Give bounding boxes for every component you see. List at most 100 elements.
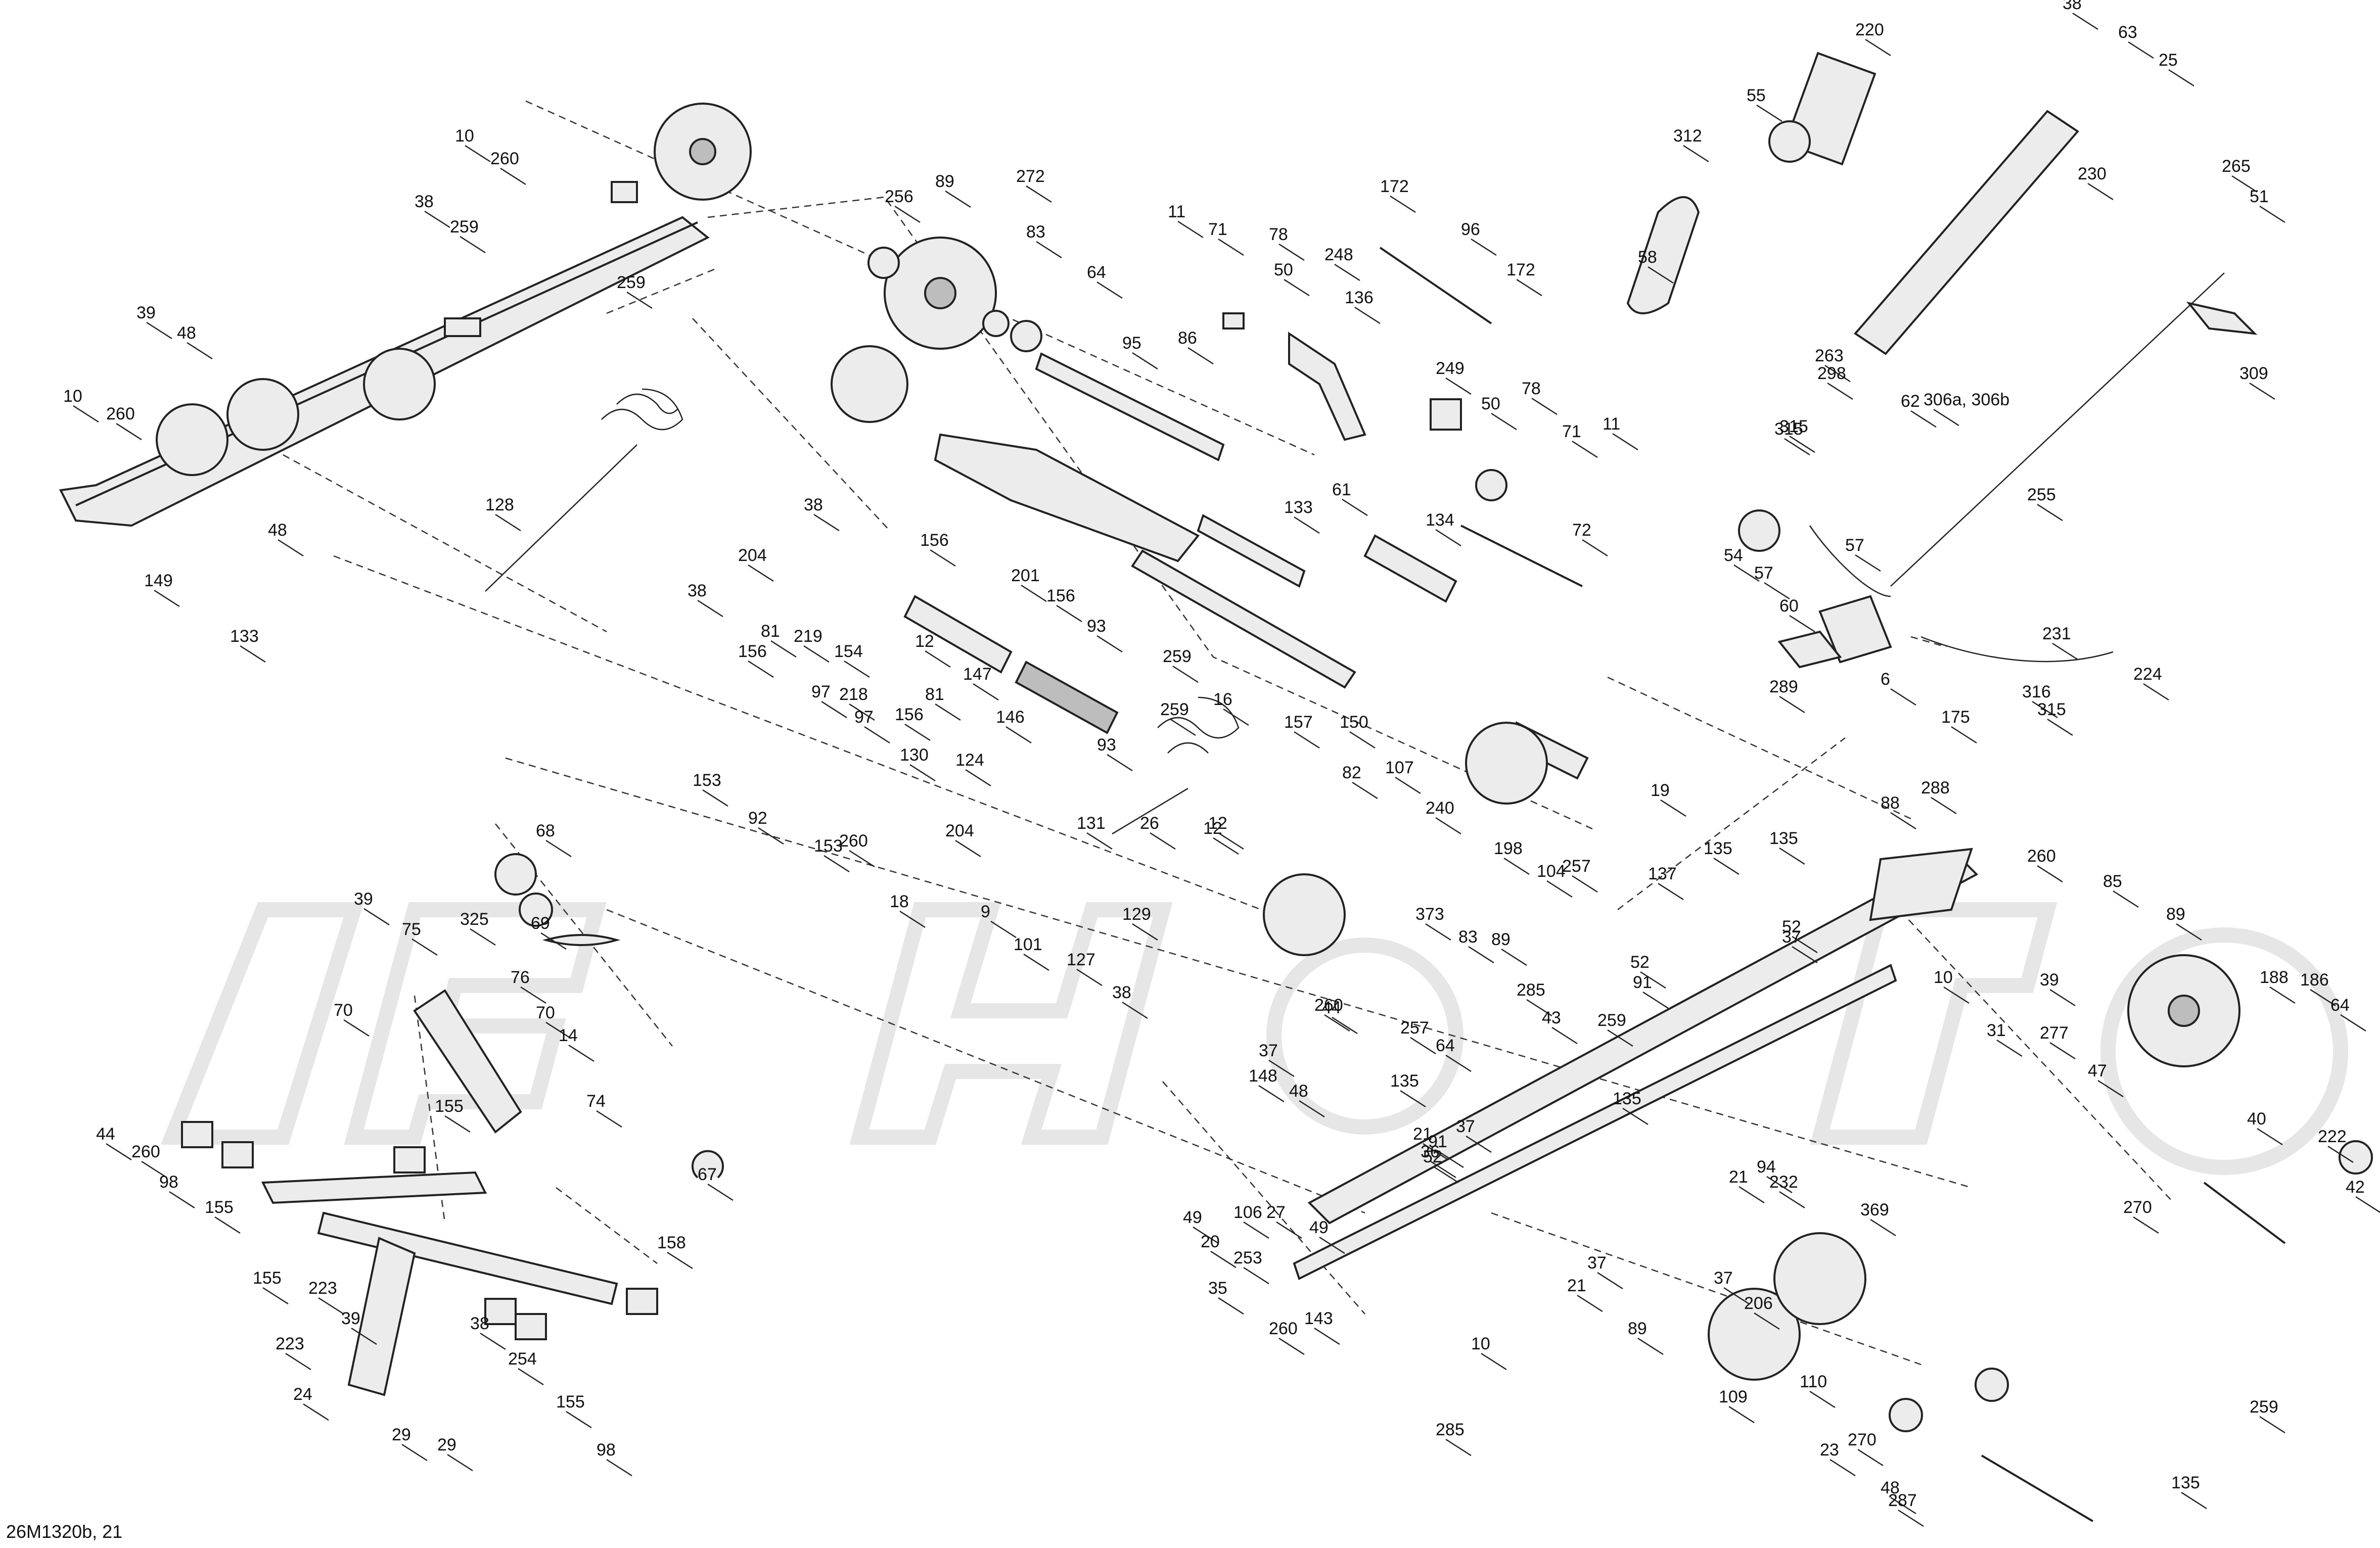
callout-200: 10 (1934, 968, 1970, 1004)
callout-leader (1683, 145, 1709, 163)
callout-leader (1784, 438, 1810, 456)
idler-wheel-left-1 (156, 403, 228, 476)
callout-214: 259 (2250, 1397, 2285, 1434)
callout-number: 57 (1754, 564, 1773, 583)
callout-number: 263 (1815, 346, 1844, 365)
callout-number: 12 (1203, 819, 1222, 838)
callout-176: 37 (1714, 1269, 1750, 1305)
callout-number: 373 (1415, 905, 1444, 924)
torsion-spring-129 (1157, 696, 1240, 754)
callout-number: 98 (597, 1440, 616, 1460)
callout-number: 35 (1208, 1279, 1227, 1298)
callout-175: 89 (1628, 1319, 1664, 1355)
callout-18: 86 (1178, 329, 1214, 365)
callout-leader (1395, 776, 1421, 794)
callout-leader (2143, 683, 2169, 701)
callout-108: 19 (1651, 781, 1686, 817)
callout-leader (844, 660, 870, 678)
callout-number: 71 (1208, 220, 1227, 239)
slider-143 (1293, 964, 1897, 1280)
callout-number: 29 (392, 1425, 411, 1444)
callout-215: 256 (885, 187, 921, 223)
callout-leader (1430, 1160, 1456, 1179)
callout-41: 11 (1603, 414, 1638, 451)
callout-35: 96 (1461, 220, 1497, 256)
callout-leader (1789, 435, 1815, 453)
callout-leader (465, 145, 491, 163)
callout-leader (1294, 731, 1320, 749)
callout-number: 61 (1332, 480, 1351, 499)
rail-end-88 (1869, 848, 1973, 921)
callout-number: 257 (1562, 857, 1591, 876)
callout-96: 26 (1140, 814, 1176, 850)
callout-69: 231 (2042, 624, 2078, 661)
callout-178: 94 (1757, 1157, 1793, 1194)
callout-number: 135 (1704, 839, 1732, 858)
callout-23: 93 (1087, 617, 1123, 653)
callout-leader (1150, 832, 1176, 850)
callout-177: 21 (1729, 1167, 1765, 1204)
callout-161: 49 (1309, 1218, 1345, 1254)
callout-51: 265 (2222, 157, 2258, 193)
callout-leader (909, 764, 936, 782)
callout-leader (1728, 1405, 1755, 1424)
callout-number: 272 (1016, 167, 1045, 186)
callout-204: 47 (2088, 1061, 2124, 1098)
callout-16: 64 (1087, 263, 1123, 299)
callout-181: 109 (1719, 1387, 1755, 1424)
callout-leader (343, 1019, 370, 1037)
callout-40: 71 (1562, 422, 1598, 458)
callout-number: 31 (1987, 1021, 2006, 1040)
callout-107: 257 (1562, 857, 1598, 893)
callout-66: 175 (1941, 708, 1977, 744)
callout-leader (973, 683, 999, 701)
callout-number: 68 (536, 821, 555, 840)
callout-leader (1890, 812, 1916, 830)
axle-256 (2203, 1182, 2286, 1244)
callout-132: 155 (253, 1269, 289, 1305)
callout-leader (518, 1368, 544, 1386)
bracket-289 (1777, 630, 1842, 669)
callout-number: 232 (1769, 1172, 1798, 1192)
callout-number: 52 (1782, 917, 1801, 936)
callout-leader (813, 513, 840, 532)
callout-27: 11 (1168, 202, 1204, 239)
callout-leader (748, 564, 774, 582)
callout-14: 272 (1016, 167, 1052, 203)
callout-168: 143 (1304, 1309, 1340, 1345)
callout-leader (1026, 185, 1052, 203)
shock-absorbers (413, 52, 2079, 1179)
callout-leader (1425, 923, 1451, 941)
callout-leader (363, 908, 390, 926)
springs (485, 388, 1240, 946)
callout-number: 16 (1213, 690, 1232, 709)
callout-33: 61 (1332, 480, 1368, 517)
callout-60: 54 (1724, 546, 1760, 582)
callout-leader (568, 1044, 594, 1062)
callout-leader (1779, 1191, 1805, 1209)
callout-leader (520, 986, 546, 1004)
callout-leader (480, 1332, 506, 1350)
callout-85: 260 (839, 831, 875, 868)
callout-48: 63 (2118, 23, 2154, 59)
hose-57 (1809, 525, 1891, 597)
callout-52: 51 (2250, 187, 2285, 223)
callout-number: 219 (794, 627, 822, 646)
callout-number: 76 (511, 968, 530, 987)
cap-270a (2339, 1140, 2373, 1175)
callout-number: 260 (490, 149, 519, 168)
callout-number: 67 (698, 1165, 717, 1184)
callout-171: 285 (1436, 1420, 1472, 1457)
callout-leader (1491, 412, 1517, 431)
callout-number: 81 (761, 622, 780, 641)
callout-leader (1332, 1016, 1358, 1035)
callout-number: 38 (688, 581, 707, 600)
callout-65: 6 (1881, 670, 1916, 706)
callout-number: 285 (1436, 1420, 1464, 1439)
callout-leader (1096, 281, 1123, 299)
callout-leader (470, 928, 496, 946)
tube-147 (903, 595, 1013, 674)
callout-leader (1829, 1459, 1856, 1477)
callout-leader (2355, 1196, 2380, 1213)
callout-leader (1931, 796, 1957, 815)
